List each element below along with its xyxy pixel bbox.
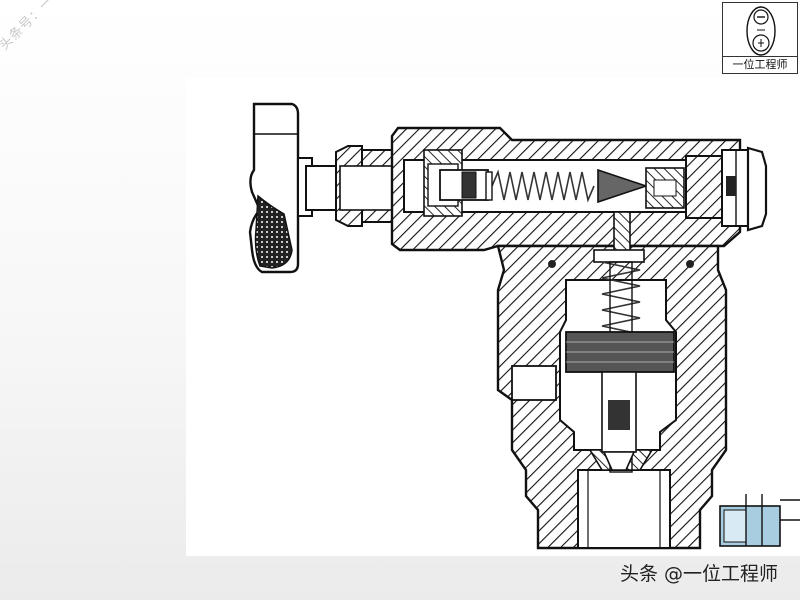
handwheel bbox=[248, 102, 300, 274]
cone-poppet bbox=[597, 167, 685, 209]
packing-nut bbox=[335, 145, 401, 227]
logo-caption: 一位工程师 bbox=[723, 56, 797, 73]
end-cap bbox=[685, 146, 768, 232]
logo-badge: 一位工程师 bbox=[722, 2, 798, 74]
pilot-valve-stem bbox=[565, 211, 675, 473]
author-credit: 头条 @一位工程师 bbox=[619, 563, 778, 585]
pipe-stub bbox=[719, 494, 800, 547]
logo-seal-icon bbox=[746, 6, 776, 56]
horizontal-spring bbox=[485, 169, 595, 203]
